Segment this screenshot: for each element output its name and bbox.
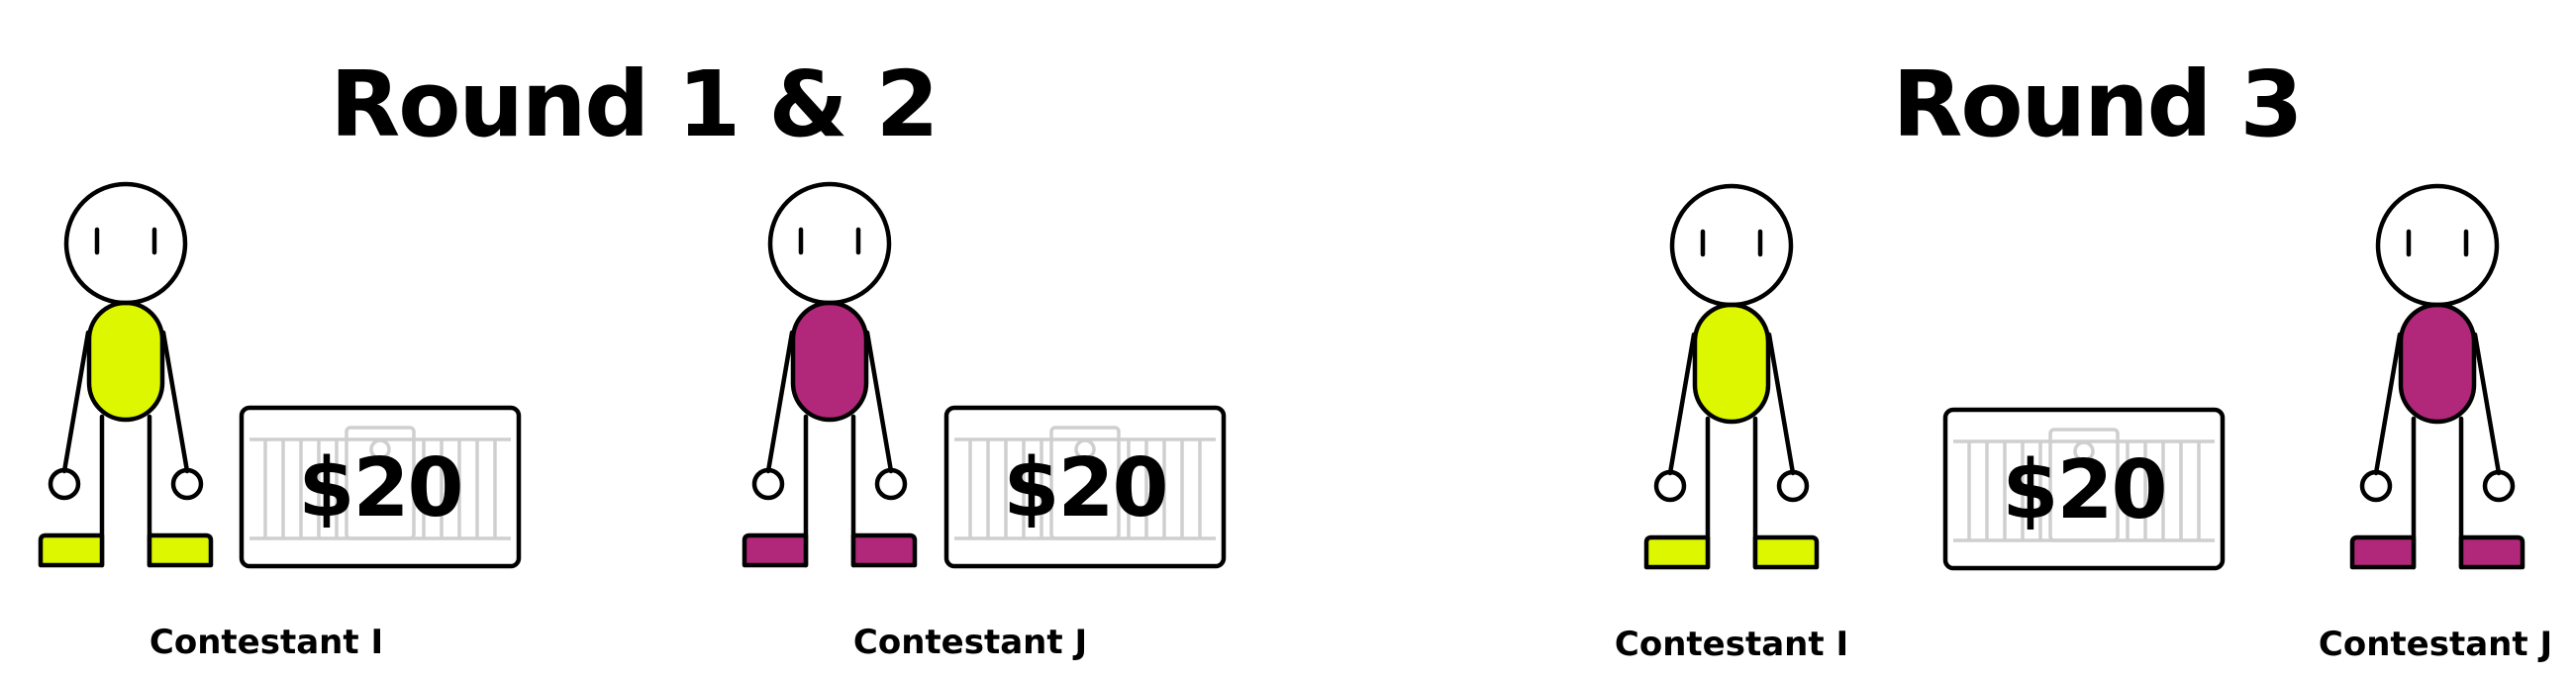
bill-amount: $20 [2002, 443, 2165, 537]
contestant-body [2398, 302, 2477, 425]
contestant-j-figure [2349, 186, 2526, 570]
contestant-label: Contestant I [1615, 625, 1848, 664]
contestant-shoe [742, 532, 809, 568]
dollar-bill: $20 [242, 408, 519, 566]
contestant-label: Contestant J [2319, 625, 2552, 664]
bill-amount: $20 [1003, 441, 1166, 535]
contestant-i-figure [38, 184, 214, 568]
contestant-label: Contestant J [853, 623, 1087, 662]
contestant-body [86, 300, 165, 423]
contestant-label: Contestant I [149, 623, 383, 662]
round-3-title: Round 3 [1893, 51, 2302, 157]
contestant-shoe [1752, 534, 1820, 570]
contestant-shoe [2458, 534, 2526, 570]
contestant-shoe [147, 532, 214, 568]
contestant-shoe [2349, 534, 2417, 570]
bill-amount: $20 [298, 441, 461, 535]
contestant-shoe [1643, 534, 1711, 570]
round-1-2-title: Round 1 & 2 [330, 51, 937, 157]
contestant-j-figure [742, 184, 918, 568]
contestant-body [1692, 302, 1771, 425]
contestant-body [790, 300, 869, 423]
contestant-i-figure [1643, 186, 1820, 570]
contestant-shoe [38, 532, 105, 568]
dollar-bill: $20 [946, 408, 1224, 566]
dollar-bill: $20 [1945, 410, 2223, 568]
contestant-shoe [850, 532, 918, 568]
